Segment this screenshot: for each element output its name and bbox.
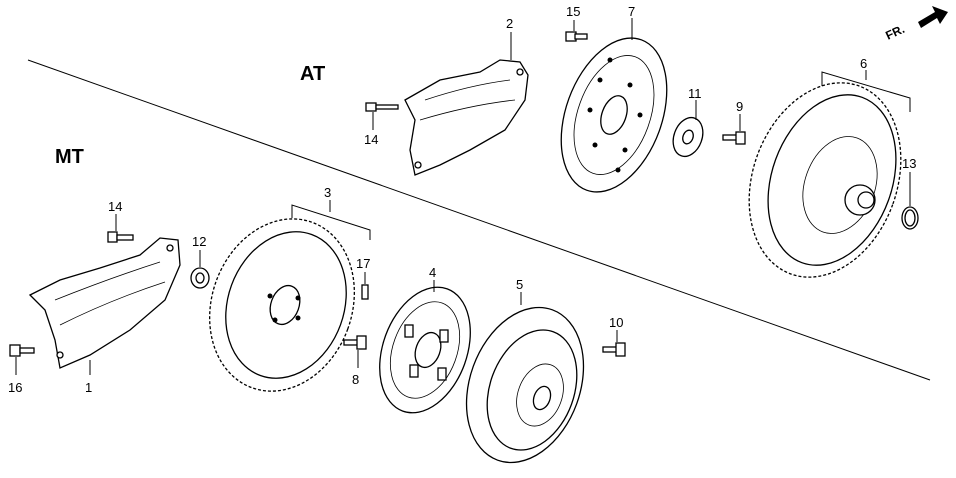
section-label-mt: MT (55, 146, 84, 168)
callout-11: 11 (688, 86, 702, 101)
part-4-clutch-disc (379, 286, 471, 414)
callout-13: 13 (902, 156, 916, 171)
callout-3: 3 (324, 185, 331, 200)
part-12-bearing (190, 267, 210, 289)
callout-16: 16 (8, 380, 22, 395)
part-14-bolt-at (365, 102, 399, 112)
part-10-bolt (602, 342, 626, 357)
part-9-bolt (722, 131, 746, 145)
callout-10: 10 (609, 315, 623, 330)
callout-5: 5 (516, 277, 523, 292)
arrow-icon (918, 6, 948, 28)
part-2-cover-at (404, 59, 529, 176)
part-17-dowel-pin (361, 284, 369, 300)
callout-14-at: 14 (364, 132, 378, 147)
callout-14-mt: 14 (108, 199, 122, 214)
part-15-bolt (565, 31, 588, 42)
section-label-at: AT (300, 63, 325, 85)
callout-4: 4 (429, 265, 436, 280)
callout-8: 8 (352, 372, 359, 387)
svg-text:FR.: FR. (883, 22, 906, 43)
callout-2: 2 (506, 16, 513, 31)
part-1-cover-mt (28, 237, 181, 369)
callout-7: 7 (628, 4, 635, 19)
part-7-drive-plate (560, 37, 668, 193)
part-14-bolt-mt (107, 231, 134, 243)
callout-6: 6 (860, 56, 867, 71)
front-direction-arrow: FR. (883, 6, 948, 43)
part-8-bolt (343, 335, 367, 350)
callout-9: 9 (736, 99, 743, 114)
part-16-bolt (9, 344, 35, 357)
part-11-plate (672, 116, 704, 158)
part-13-o-ring (901, 206, 919, 230)
callout-12: 12 (192, 234, 206, 249)
part-3-flywheel (209, 218, 355, 392)
callout-1: 1 (85, 380, 92, 395)
part-6-torque-converter (748, 82, 902, 278)
section-divider-line (27, 59, 931, 381)
part-5-pressure-plate (465, 306, 585, 464)
callout-17: 17 (356, 256, 370, 271)
callout-15: 15 (566, 4, 580, 19)
